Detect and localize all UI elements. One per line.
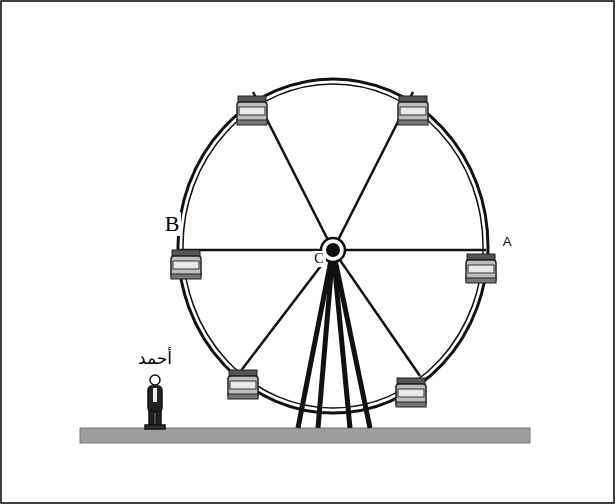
- ground: [80, 428, 530, 443]
- hub-center: [326, 243, 340, 257]
- point-label: A: [501, 235, 514, 249]
- spokes: [180, 92, 486, 376]
- point-label: B: [163, 212, 182, 236]
- support-legs: [298, 250, 370, 428]
- person-figure: [145, 375, 165, 429]
- person-name: أحمد: [136, 349, 174, 368]
- gondolas: [171, 96, 496, 407]
- wheel-rim-inner: [183, 84, 483, 408]
- point-label: C: [312, 251, 325, 266]
- wheel-rim: [178, 79, 488, 413]
